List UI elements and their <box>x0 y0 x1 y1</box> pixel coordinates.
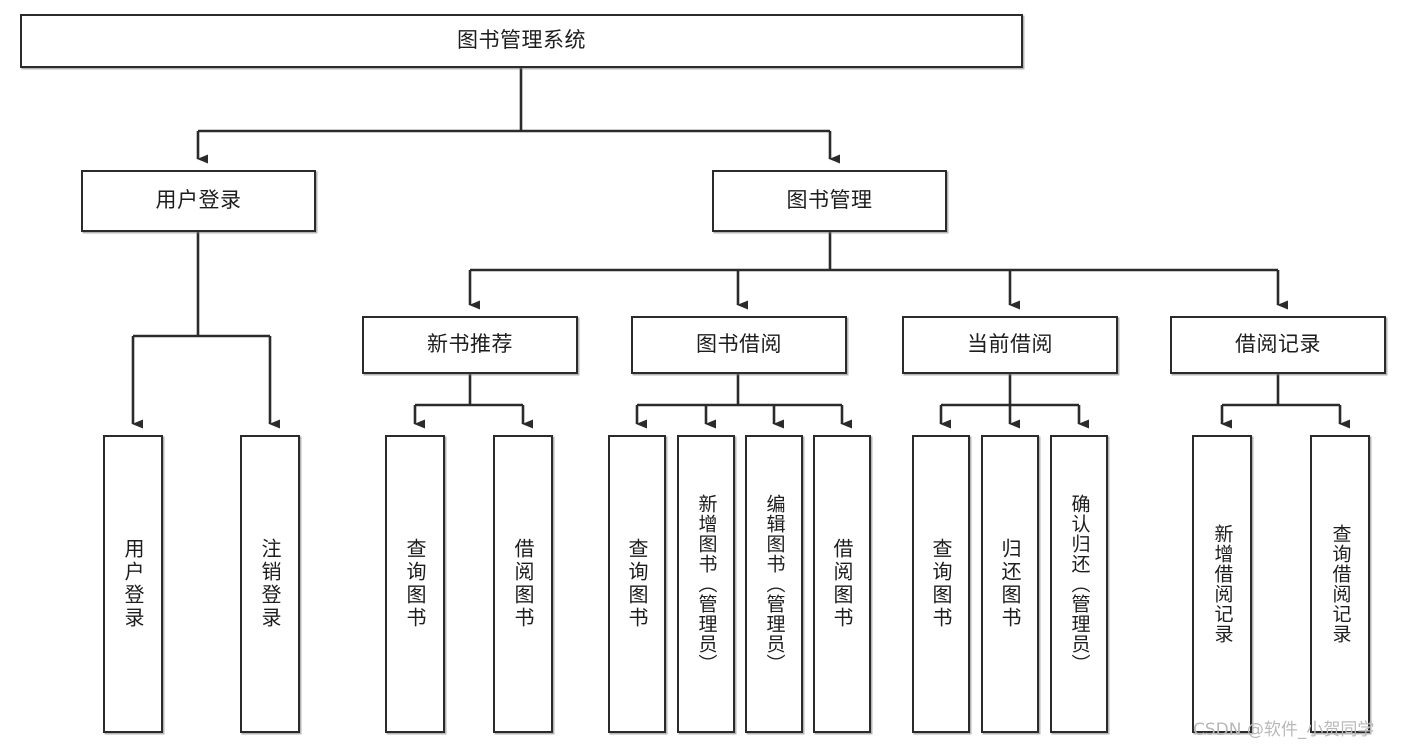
node-label: 注销登录 <box>258 538 282 630</box>
node-label: 查询图书 <box>929 538 953 630</box>
node-label: 图书借阅 <box>696 332 782 357</box>
node-label: 借阅图书 <box>511 538 535 630</box>
node-book-management[interactable]: 图书管理 <box>712 170 947 232</box>
node-borrow-record[interactable]: 借阅记录 <box>1170 316 1386 374</box>
leaf-edit-book-admin[interactable]: 编辑图书（管理员） <box>745 435 803 733</box>
node-label: 借阅图书 <box>830 538 854 630</box>
node-label: 查询图书 <box>403 538 427 630</box>
leaf-query-book-current[interactable]: 查询图书 <box>912 435 970 733</box>
leaf-add-borrow-record[interactable]: 新增借阅记录 <box>1192 435 1252 733</box>
node-label: 编辑图书（管理员） <box>763 494 786 674</box>
node-label: 新增图书（管理员） <box>695 494 718 674</box>
node-label: 用户登录 <box>121 538 145 630</box>
node-label: 新书推荐 <box>427 332 513 357</box>
leaf-borrow-book[interactable]: 借阅图书 <box>813 435 871 733</box>
node-label: 当前借阅 <box>967 332 1053 357</box>
leaf-query-book-borrow[interactable]: 查询图书 <box>608 435 666 733</box>
leaf-user-logout[interactable]: 注销登录 <box>240 435 300 733</box>
node-label: 图书管理系统 <box>457 28 586 53</box>
node-label: 查询图书 <box>625 538 649 630</box>
node-label: 用户登录 <box>155 188 242 213</box>
node-label: 归还图书 <box>998 538 1022 630</box>
node-label: 确认归还（管理员） <box>1068 494 1091 674</box>
csdn-watermark: CSDN @软件_小贺同学 <box>1193 720 1375 740</box>
node-current-borrow[interactable]: 当前借阅 <box>902 316 1118 374</box>
leaf-confirm-return-admin[interactable]: 确认归还（管理员） <box>1050 435 1108 733</box>
node-label: 图书管理 <box>786 188 873 213</box>
leaf-add-book-admin[interactable]: 新增图书（管理员） <box>677 435 735 733</box>
leaf-query-book-recommend[interactable]: 查询图书 <box>385 435 445 733</box>
leaf-user-login[interactable]: 用户登录 <box>103 435 163 733</box>
node-root-book-management-system[interactable]: 图书管理系统 <box>20 14 1023 68</box>
node-book-borrow[interactable]: 图书借阅 <box>631 316 847 374</box>
node-label: 借阅记录 <box>1235 332 1321 357</box>
leaf-query-borrow-record[interactable]: 查询借阅记录 <box>1310 435 1370 733</box>
node-label: 查询借阅记录 <box>1329 524 1352 644</box>
leaf-return-book[interactable]: 归还图书 <box>981 435 1039 733</box>
node-label: 新增借阅记录 <box>1211 524 1234 644</box>
node-new-book-recommend[interactable]: 新书推荐 <box>362 316 578 374</box>
node-user-login[interactable]: 用户登录 <box>81 170 316 232</box>
leaf-borrow-book-recommend[interactable]: 借阅图书 <box>493 435 553 733</box>
